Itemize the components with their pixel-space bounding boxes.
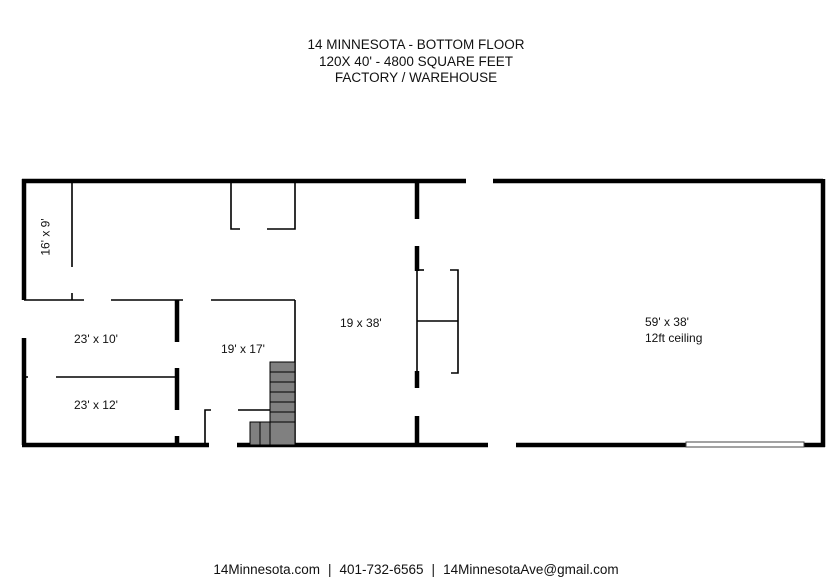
website-link[interactable]: 14Minnesota.com — [213, 562, 320, 577]
separator: | — [431, 562, 436, 577]
separator: | — [327, 562, 332, 577]
room-label-warehouse: 59' x 38' — [645, 315, 689, 329]
room-label-stair-room: 19' x 17' — [221, 342, 265, 356]
room-label-middle-space: 19 x 38' — [340, 316, 382, 330]
contact-footer: 14Minnesota.com | 401-732-6565 | 14Minnesota… — [0, 562, 832, 577]
title-block: 14 MINNESOTA - BOTTOM FLOOR 120X 40' - 4… — [0, 37, 832, 87]
plan-dimensions: 120X 40' - 4800 SQUARE FEET — [319, 53, 513, 69]
email-link[interactable]: 14MinnesotaAve@gmail.com — [443, 562, 619, 577]
garage-door — [685, 441, 805, 448]
plan-usage: FACTORY / WAREHOUSE — [334, 70, 498, 85]
plan-title: 14 MINNESOTA - BOTTOM FLOOR — [307, 37, 525, 52]
room-label-office-a: 23' x 10' — [74, 332, 118, 346]
room-note-warehouse: 12ft ceiling — [645, 331, 703, 345]
exterior-walls — [21, 178, 826, 448]
stairs — [249, 361, 296, 446]
room-label-office-b: 23' x 12' — [74, 398, 118, 412]
room-label-closet: 16' x 9' — [38, 218, 53, 256]
phone-number[interactable]: 401-732-6565 — [339, 562, 424, 577]
